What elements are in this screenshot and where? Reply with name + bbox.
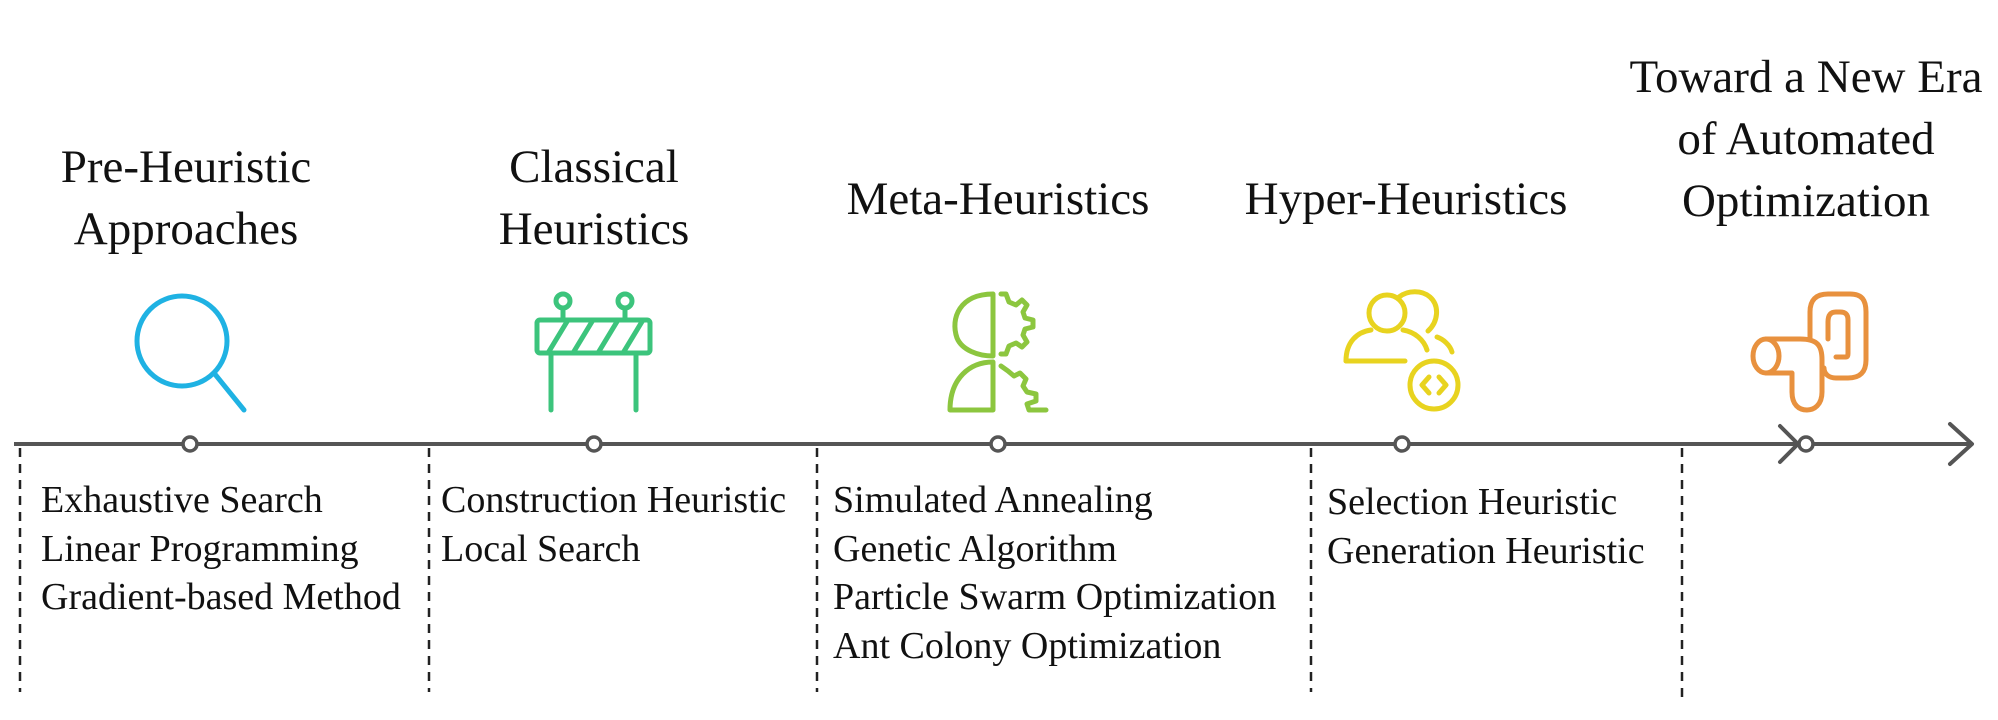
stage-title-meta: Meta-Heuristics [847,168,1150,230]
users-code-icon [1343,289,1461,412]
method-item: Construction Heuristic [441,479,787,521]
method-list-hyper: Selection Heuristic Generation Heuristic [1327,478,1645,575]
stage-dividers [18,448,1684,700]
method-item: Generation Heuristic [1327,529,1645,572]
magnifier-icon [134,293,247,413]
method-item: Exhaustive Search [41,479,323,521]
stage-title-line: Pre-Heuristic [60,141,312,193]
timeline-marker-automated [1797,435,1815,453]
stage-title-pre-heuristic: Pre-Heuristic Approaches [61,136,312,260]
road-barrier-icon [534,291,653,413]
method-list-pre-heuristic: Exhaustive Search Linear Programming Gra… [41,476,401,622]
stage-title-classical: Classical Heuristics [499,136,690,260]
method-item: Gradient-based Method [41,576,401,618]
method-item: Simulated Annealing [833,479,1153,521]
timeline-marker-classical [585,435,603,453]
method-item: Particle Swarm Optimization [833,576,1277,618]
timeline-marker-hyper [1393,435,1411,453]
method-list-classical: Construction Heuristic Local Search [441,476,786,573]
method-item: Selection Heuristic [1327,481,1618,523]
brain-gear-icon [947,291,1049,413]
stage-title-line: Optimization [1681,175,1930,227]
axis-arrowhead-end [1948,422,1974,466]
timeline-axis [14,422,1974,466]
method-item: Ant Colony Optimization [833,624,1222,667]
method-item: Genetic Algorithm [833,527,1117,570]
stage-title-line: Toward a New Era [1629,51,1983,103]
stage-title-line: of Automated [1677,113,1935,165]
pipeline-icon [1750,291,1869,413]
method-item: Linear Programming [41,527,359,570]
method-list-meta: Simulated Annealing Genetic Algorithm Pa… [833,476,1276,670]
timeline-marker-meta [989,435,1007,453]
stage-title-line: Heuristics [498,203,690,255]
timeline-marker-pre-heuristic [181,435,199,453]
stage-title-line: Classical [509,141,679,193]
stage-title-line: Hyper-Heuristics [1244,173,1568,225]
stage-title-line: Approaches [73,203,299,255]
stage-title-hyper: Hyper-Heuristics [1245,168,1568,230]
stage-title-automated: Toward a New Era of Automated Optimizati… [1630,46,1983,232]
method-item: Local Search [441,527,641,570]
stage-title-line: Meta-Heuristics [846,173,1150,225]
